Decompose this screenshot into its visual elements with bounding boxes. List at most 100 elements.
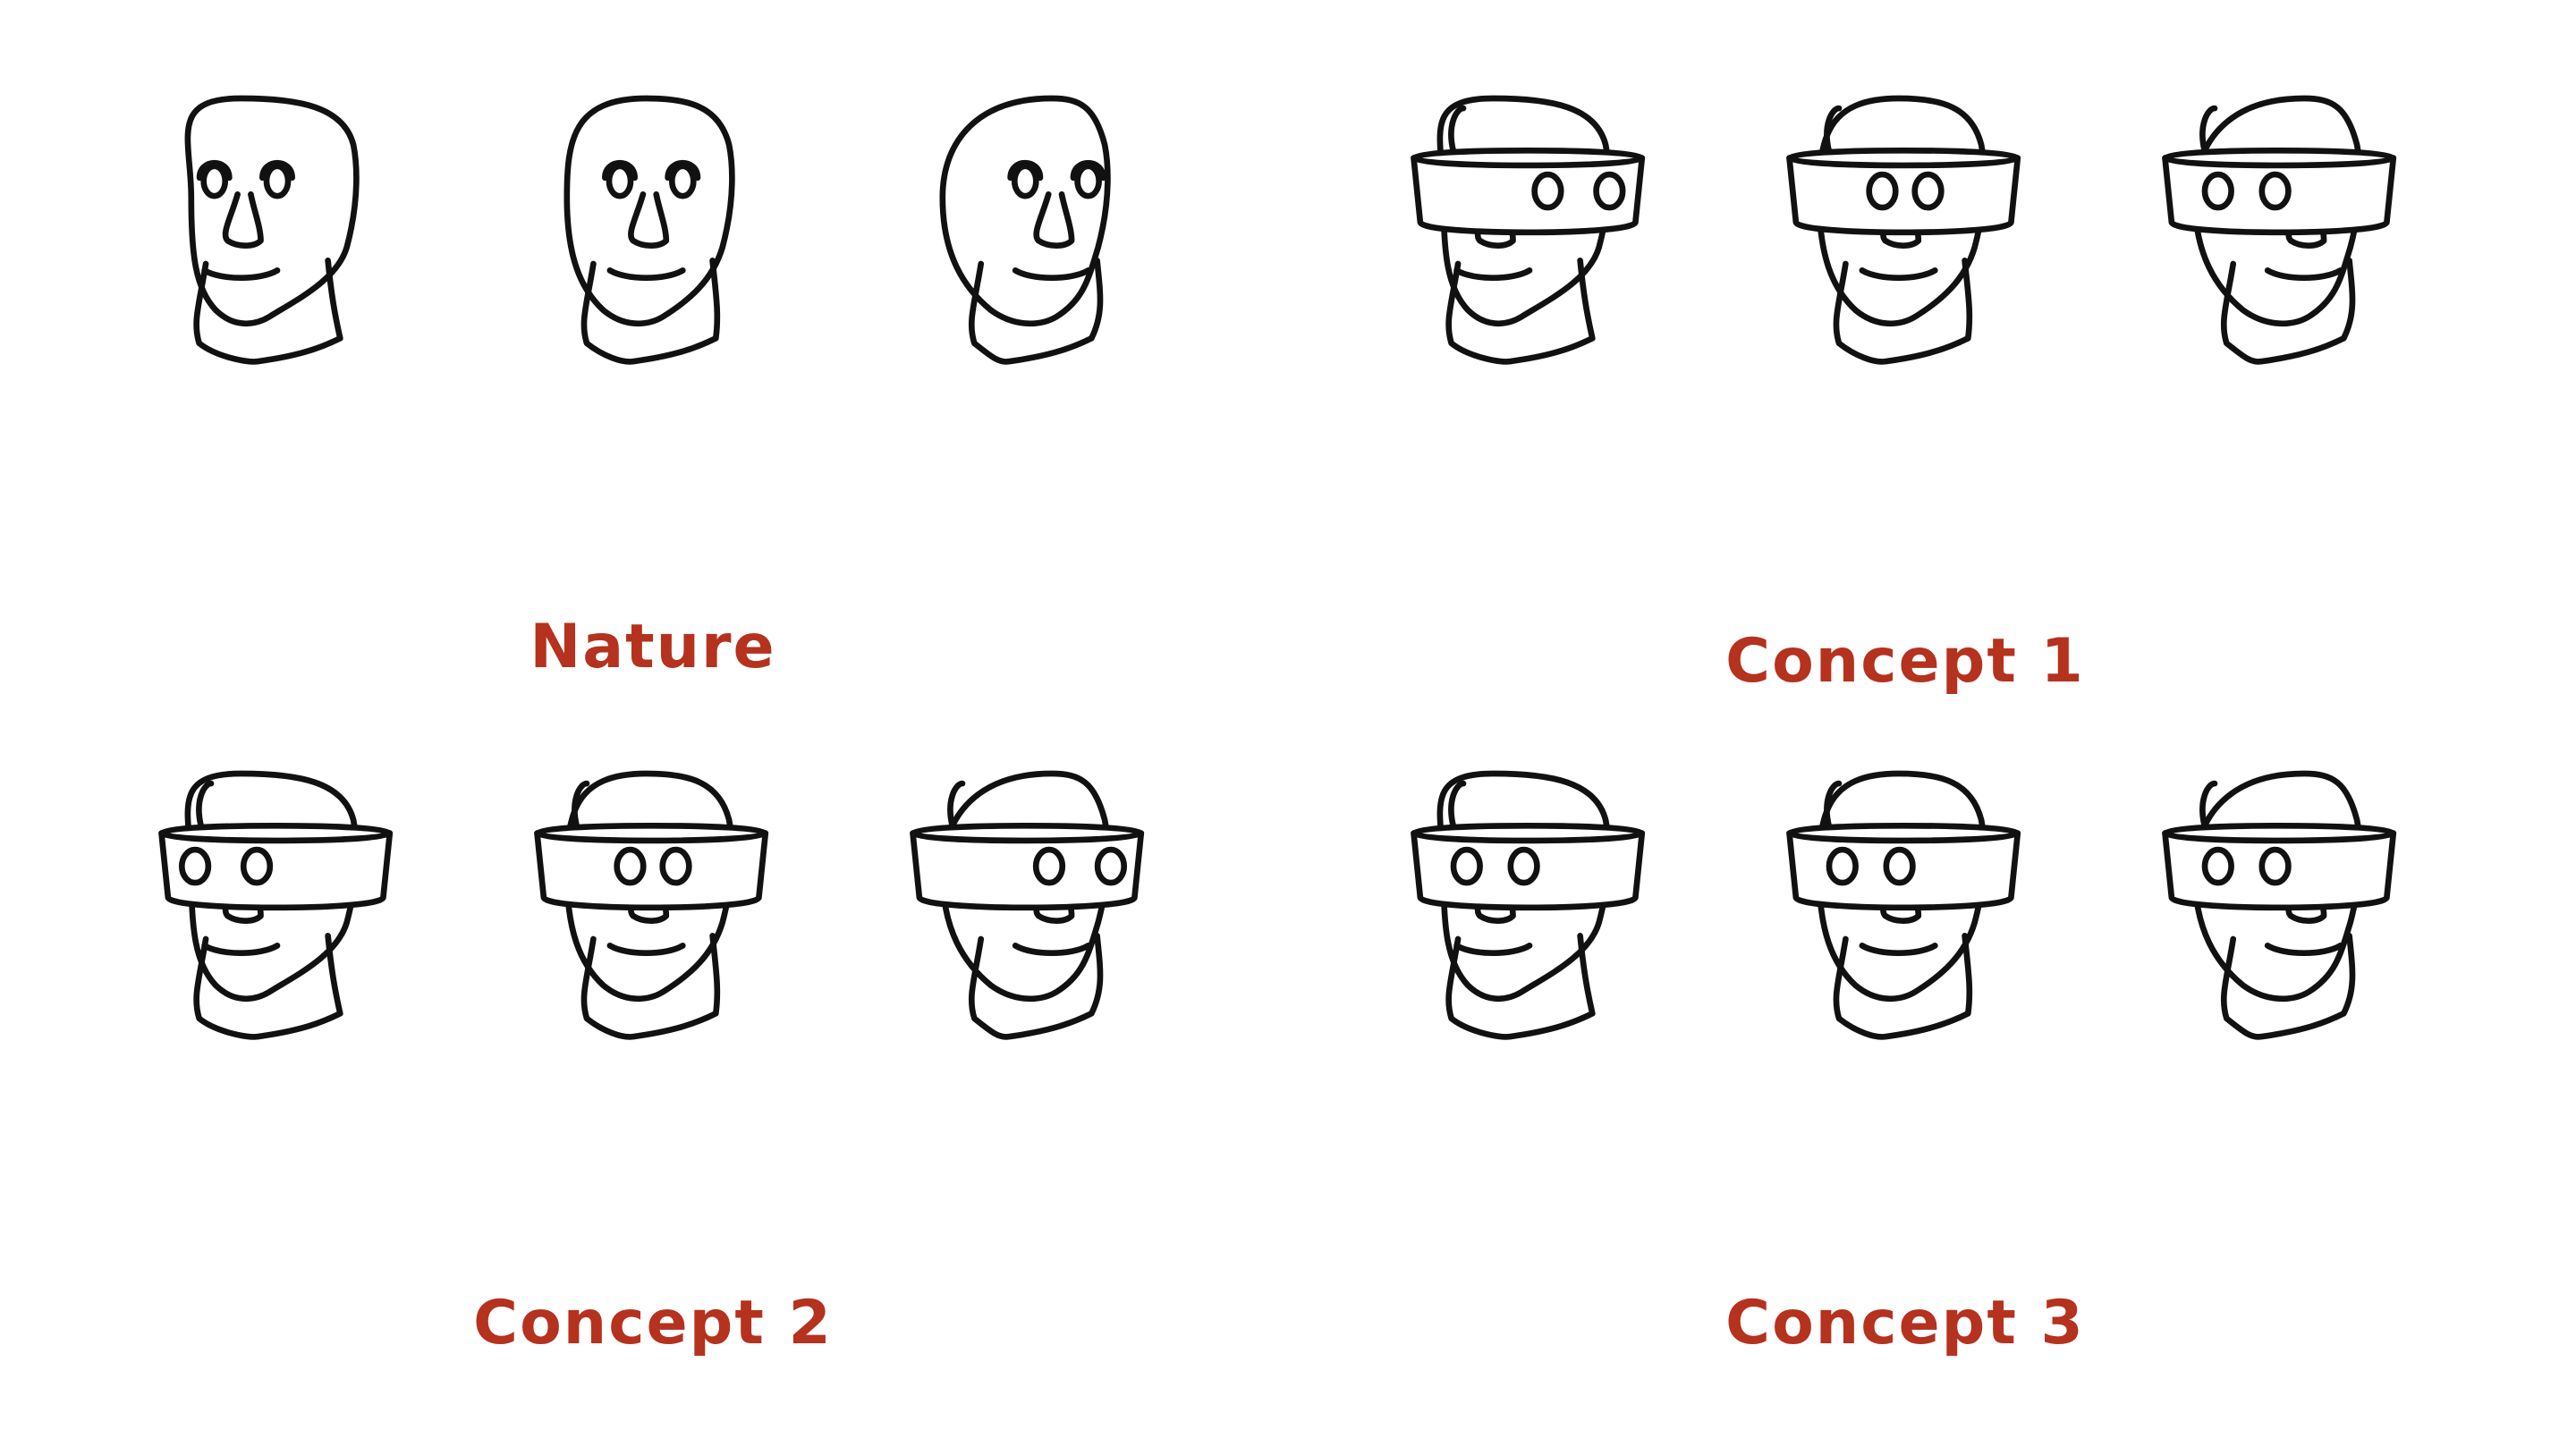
headband-rim: [1411, 155, 1646, 169]
mouth: [1453, 943, 1533, 957]
band-camera: [1450, 846, 1483, 886]
mouth: [1859, 267, 1938, 282]
mouth: [1012, 943, 1091, 957]
neck: [580, 257, 721, 365]
mouth: [201, 943, 281, 957]
head-outline: [939, 95, 1111, 327]
band-camera: [1531, 171, 1564, 211]
neck: [193, 257, 343, 365]
headband-rim: [2162, 830, 2397, 844]
band-camera: [614, 846, 647, 886]
skull-edge: [572, 780, 590, 830]
label-concept-3: Concept 3: [1725, 1288, 2085, 1358]
headband: [910, 822, 1145, 911]
neck: [1833, 932, 1973, 1040]
band-camera: [1826, 846, 1859, 886]
band-camera: [178, 846, 212, 886]
head-band-4-2: [1786, 770, 2021, 1040]
mouth: [1453, 267, 1533, 282]
headband-rim: [2162, 155, 2397, 169]
head-nature-1-2: [564, 95, 735, 365]
mouth: [2264, 943, 2343, 957]
nose: [1033, 190, 1075, 249]
eyebrow: [196, 160, 233, 182]
neck: [2220, 257, 2356, 365]
head-band-4-1: [1411, 770, 1646, 1040]
eyebrow: [1007, 160, 1044, 182]
headband: [2162, 822, 2397, 911]
nose: [222, 190, 264, 249]
neck: [1833, 257, 1973, 365]
band-camera: [1911, 171, 1945, 211]
headband: [1786, 147, 2021, 236]
headband: [1411, 822, 1646, 911]
skull-edge: [196, 780, 215, 830]
head-nature-1-3: [939, 95, 1111, 365]
headband-rim: [910, 830, 1145, 844]
head-band-3-2: [534, 770, 769, 1040]
neck: [193, 932, 343, 1040]
band-camera: [1094, 846, 1128, 886]
mouth: [1859, 943, 1938, 957]
band-camera: [1593, 171, 1626, 211]
headband: [2162, 147, 2397, 236]
skull-edge: [1448, 780, 1467, 830]
mouth: [201, 267, 281, 282]
band-camera: [1866, 171, 1899, 211]
band-camera: [2258, 846, 2292, 886]
label-concept-2: Concept 2: [473, 1288, 833, 1358]
eyebrow: [602, 160, 638, 182]
neck: [1445, 932, 1596, 1040]
skull-edge: [1824, 105, 1843, 155]
eye: [263, 163, 292, 199]
nose: [628, 190, 670, 249]
band-camera: [2201, 171, 2234, 211]
band-camera: [2201, 846, 2234, 886]
eyebrow: [259, 160, 295, 182]
eyebrow: [665, 160, 701, 182]
head-band-2-1: [1411, 95, 1646, 365]
neck: [2220, 932, 2356, 1040]
label-nature: Nature: [530, 612, 776, 682]
head-band-3-1: [158, 770, 394, 1040]
eye: [1011, 163, 1039, 199]
skull-edge: [947, 780, 966, 830]
eye: [200, 163, 229, 199]
eyebrow: [1070, 160, 1106, 182]
band-camera: [2258, 171, 2292, 211]
headband-rim: [534, 830, 769, 844]
head-outline: [184, 95, 360, 327]
skull-edge: [1824, 780, 1843, 830]
mouth: [606, 943, 686, 957]
band-camera: [659, 846, 692, 886]
mouth: [606, 267, 686, 282]
headband: [1411, 147, 1646, 236]
band-camera: [1032, 846, 1066, 886]
headband: [158, 822, 394, 911]
headband-rim: [1411, 830, 1646, 844]
band-camera: [1883, 846, 1916, 886]
neck: [968, 257, 1104, 365]
head-nature-1-1: [184, 95, 360, 365]
head-band-3-3: [910, 770, 1145, 1040]
neck: [1445, 257, 1596, 365]
eye: [606, 163, 634, 199]
label-concept-1: Concept 1: [1725, 626, 2085, 697]
headband-rim: [1786, 155, 2021, 169]
head-band-2-3: [2162, 95, 2397, 365]
band-camera: [1507, 846, 1540, 886]
headband: [1786, 822, 2021, 911]
eye: [668, 163, 697, 199]
headband-rim: [158, 830, 394, 844]
neck: [580, 932, 721, 1040]
headband-rim: [1786, 830, 2021, 844]
skull-edge: [1448, 105, 1467, 155]
head-band-2-2: [1786, 95, 2021, 365]
skull-edge: [2199, 780, 2218, 830]
band-camera: [240, 846, 274, 886]
skull-edge: [2199, 105, 2218, 155]
mouth: [1012, 267, 1091, 282]
head-outline: [564, 95, 735, 327]
